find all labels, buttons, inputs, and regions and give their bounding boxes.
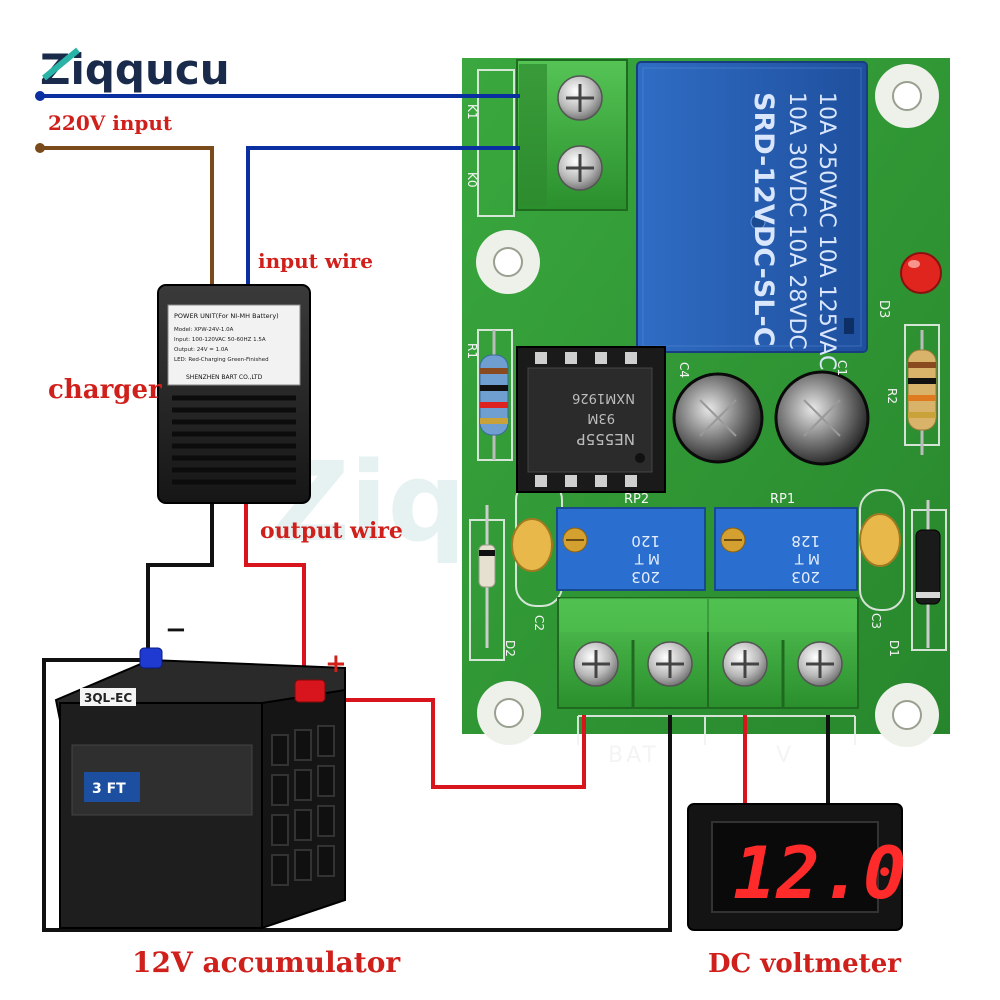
charger-label-output: Output: 24V = 1.0A — [174, 347, 228, 353]
relay-rating-2: 10A 30VDC 10A 28VDC — [784, 92, 809, 350]
wire-charger-negative — [146, 500, 214, 655]
diode-d1 — [915, 500, 941, 648]
capacitor-c3 — [859, 513, 901, 567]
terminal-screw-2 — [647, 641, 693, 687]
label-voltmeter: DC voltmeter — [708, 949, 901, 979]
silk-r1: R1 — [465, 343, 479, 359]
pot1-line1: 203 — [791, 568, 820, 586]
wire-input-blue — [246, 146, 520, 290]
charger-label-input: Input: 100-120VAC 50-60HZ 1.5A — [174, 337, 266, 343]
label-accumulator: 12V accumulator — [132, 946, 401, 979]
silk-c4: C4 — [677, 362, 691, 378]
led-d3 — [900, 252, 942, 294]
chip-line1: NE555P — [577, 430, 635, 448]
silk-rp2: RP2 — [624, 492, 649, 507]
silk-bat: BAT — [608, 743, 659, 768]
capacitor-c2 — [511, 518, 553, 572]
battery: 3QL-EC 3 FT — [54, 647, 346, 930]
silk-d1: D1 — [887, 640, 901, 657]
resistor-r1 — [479, 330, 509, 460]
relay-rating-1: 10A 250VAC 10A 125VAC — [814, 92, 839, 370]
silk-r2: R2 — [885, 388, 899, 404]
label-minus: − — [165, 615, 187, 645]
pcb-board: K1 K0 10A 250VAC 10A 125VAC 10A 30VDC 10… — [462, 58, 950, 768]
terminal-screw-3 — [722, 641, 768, 687]
pot2-line2: M T — [634, 550, 660, 566]
pot-rp2: 203 M T 120 — [556, 507, 706, 591]
battery-terminal-positive — [294, 679, 326, 703]
mount-hole-bottom-left — [477, 681, 541, 745]
pot2-line3: 120 — [631, 532, 660, 550]
terminal-screw-1 — [573, 641, 619, 687]
charger-label-plate — [167, 304, 301, 386]
wire-battery-positive — [330, 698, 586, 789]
resistor-r2 — [907, 330, 937, 455]
bottom-terminal-block — [557, 597, 859, 709]
chip-line3: NXM1926 — [572, 390, 635, 405]
silk-c1: C1 — [835, 360, 849, 376]
wire-220v-brown — [40, 146, 214, 290]
wire-end-blue — [35, 91, 45, 101]
relay-text: 10A 250VAC 10A 125VAC 10A 30VDC 10A 28VD… — [748, 92, 839, 370]
label-220v-input: 220V input — [48, 111, 173, 135]
charger-vents — [172, 395, 296, 485]
relay-terminal-block — [516, 59, 628, 211]
label-output-wire: output wire — [260, 518, 403, 544]
label-input-wire: input wire — [258, 249, 373, 273]
diode-d2 — [478, 505, 496, 648]
charger-label-maker: SHENZHEN BART CO.,LTD — [186, 374, 263, 381]
capacitor-c1 — [774, 370, 870, 466]
silk-c2: C2 — [532, 615, 546, 631]
silk-v: V — [776, 743, 791, 768]
terminal-screw-4 — [797, 641, 843, 687]
silk-rp1: RP1 — [770, 492, 795, 507]
ne555-chip: NE555P 93M NXM1926 — [516, 346, 666, 493]
mount-hole-mid-left — [476, 230, 540, 294]
silk-k1: K1 — [465, 104, 479, 120]
pot-rp1: 203 M T 128 — [714, 507, 858, 591]
voltmeter: 12.0 — [687, 803, 906, 931]
mount-hole-top-right — [875, 64, 939, 128]
label-plus: + — [325, 649, 347, 679]
voltmeter-reading: 12.0 — [733, 831, 906, 915]
battery-grille — [271, 725, 335, 886]
wire-end-brown — [35, 143, 45, 153]
label-charger: charger — [48, 375, 162, 405]
capacitor-c4 — [672, 372, 764, 464]
silk-k0: K0 — [465, 172, 479, 188]
wires — [40, 94, 830, 932]
silk-c3: C3 — [869, 613, 883, 629]
battery-brand: 3QL-EC — [84, 691, 132, 705]
wire-battery-negative — [42, 658, 672, 932]
battery-badge: 3 FT — [92, 781, 126, 797]
wire-charger-positive — [244, 500, 306, 690]
battery-terminal-negative — [139, 647, 163, 669]
charger: POWER UNIT(For NI-MH Battery) Model: XPW… — [157, 284, 311, 504]
brand-logo: Ziqqucu — [40, 45, 230, 94]
silk-d2: D2 — [503, 640, 517, 657]
pot2-line1: 203 — [631, 568, 660, 586]
charger-label-model: Model: XPW-24V-1.0A — [174, 327, 234, 333]
brand-name: Ziqqucu — [40, 45, 230, 94]
voltmeter-screen — [711, 821, 879, 913]
battery-brand-plate — [80, 688, 136, 706]
chip-line2: 93M — [587, 410, 615, 425]
charger-label-title: POWER UNIT(For NI-MH Battery) — [174, 312, 279, 320]
relay-model: SRD-12VDC-SL-C — [748, 92, 779, 347]
mount-hole-bottom-right — [875, 683, 939, 747]
battery-badge-bg — [84, 772, 140, 802]
charger-label-led: LED: Red-Charging Green-Finished — [174, 357, 269, 363]
silk-d3: D3 — [876, 300, 891, 318]
brand-accent-stroke — [42, 47, 80, 81]
pot1-line3: 128 — [791, 532, 820, 550]
pot1-line2: M T — [794, 550, 820, 566]
relay: 10A 250VAC 10A 125VAC 10A 30VDC 10A 28VD… — [636, 61, 868, 370]
